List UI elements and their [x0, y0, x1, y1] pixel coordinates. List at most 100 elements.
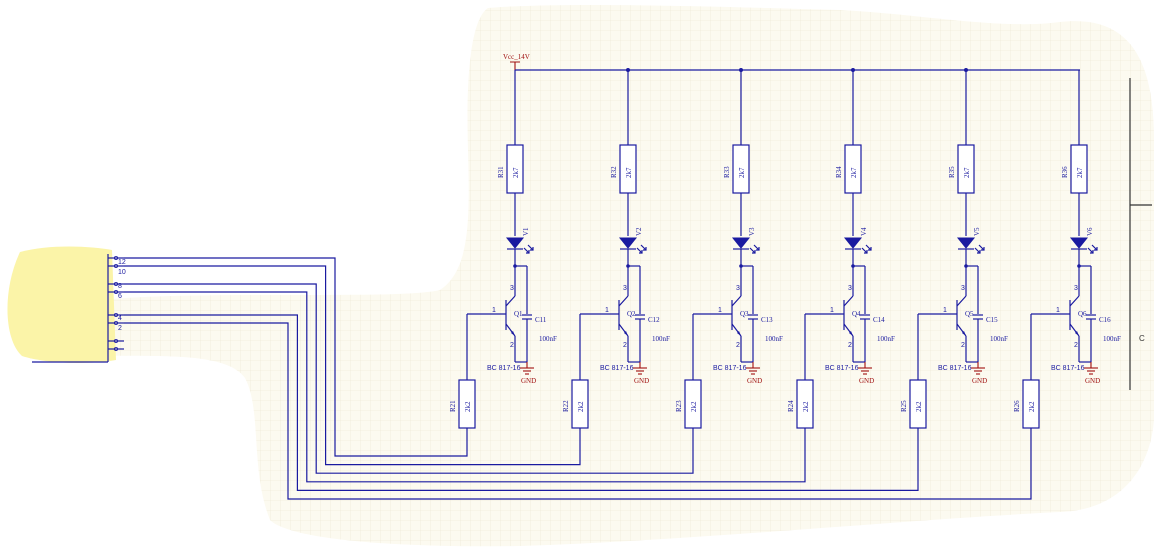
connector-pin-number: 4: [118, 315, 122, 322]
transistor-arrow-icon: [849, 331, 853, 336]
led-designator: V2: [635, 227, 643, 236]
ground-label: GND: [859, 377, 874, 385]
connector-pin-icon: [114, 338, 119, 343]
connector-pin-icon: [114, 281, 119, 286]
led-V6[interactable]: V6: [1069, 227, 1098, 254]
connector-highlight: [7, 246, 116, 363]
resistor-value: 2k7: [738, 167, 746, 178]
capacitor-value: 100nF: [765, 335, 783, 343]
pin-number: 3: [1074, 285, 1078, 292]
resistor-designator: R25: [900, 400, 908, 412]
pin-number: 1: [718, 307, 722, 314]
led-designator: V3: [748, 227, 756, 236]
led-icon: [956, 237, 976, 249]
transistor-arrow-icon: [1075, 331, 1079, 336]
sheet-grid: [100, 4, 1154, 547]
pin-number: 3: [623, 285, 627, 292]
ground-symbol: GND: [633, 362, 649, 385]
transistor-collector: [505, 295, 516, 307]
connector-pin-number: 12: [118, 259, 126, 266]
transistor-part: BC 817-16: [825, 365, 859, 372]
resistor-R35[interactable]: R35 2k7: [948, 144, 975, 194]
pin-number: 2: [1074, 342, 1078, 349]
resistor-designator: R35: [948, 166, 956, 178]
connector-pin-icon: [114, 289, 119, 294]
ground-label: GND: [972, 377, 987, 385]
led-designator: V1: [522, 227, 530, 236]
resistor-designator: R23: [675, 400, 683, 412]
led-emission-icon: [523, 244, 534, 254]
led-icon: [505, 237, 525, 249]
transistor-arrow-icon: [962, 331, 966, 336]
transistor-designator: Q6: [1078, 310, 1087, 318]
transistor-arrow-icon: [511, 331, 515, 336]
pin-number: 1: [492, 307, 496, 314]
capacitor-value: 100nF: [1103, 335, 1121, 343]
transistor-part: BC 817-16: [1051, 365, 1085, 372]
connector-pin-number: 10: [118, 269, 126, 276]
resistor-designator: R26: [1013, 400, 1021, 412]
capacitor-designator: C12: [648, 316, 660, 324]
capacitor-designator: C14: [873, 316, 885, 324]
ground-symbol: GND: [746, 362, 762, 385]
led-designator: V6: [1086, 227, 1094, 236]
capacitor-value: 100nF: [652, 335, 670, 343]
transistor-arrow-icon: [737, 331, 741, 336]
led-icon: [618, 237, 638, 249]
capacitor-value: 100nF: [877, 335, 895, 343]
pin-number: 2: [848, 342, 852, 349]
transistor-designator: Q2: [627, 310, 636, 318]
resistor-value: 2k7: [963, 167, 971, 178]
capacitor-value: 100nF: [539, 335, 557, 343]
led-V5[interactable]: V5: [956, 227, 985, 254]
resistor-value: 2k2: [915, 401, 923, 412]
resistor-value: 2k2: [464, 401, 472, 412]
signal-wire: [124, 322, 1032, 500]
resistor-designator: R31: [497, 166, 505, 178]
pin-number: 2: [736, 342, 740, 349]
transistor-collector: [956, 295, 967, 307]
resistor-value: 2k2: [690, 401, 698, 412]
resistor-R25[interactable]: R25 2k2: [900, 379, 927, 429]
pin-number: 1: [830, 307, 834, 314]
ground-symbol: GND: [971, 362, 987, 385]
led-emission-icon: [1087, 244, 1098, 254]
connector-pin-icon: [114, 346, 119, 351]
ground-label: GND: [521, 377, 536, 385]
led-emission-icon: [974, 244, 985, 254]
transistor-part: BC 817-16: [713, 365, 747, 372]
ground-label: GND: [634, 377, 649, 385]
signal-wire: [124, 265, 581, 466]
connector-pin-number: 2: [118, 325, 122, 332]
resistor-designator: R34: [835, 166, 843, 178]
resistor-designator: R33: [723, 166, 731, 178]
ground-label: GND: [747, 377, 762, 385]
pin-number: 3: [848, 285, 852, 292]
transistor-part: BC 817-16: [938, 365, 972, 372]
ground-symbol: GND: [858, 362, 874, 385]
resistor-value: 2k2: [577, 401, 585, 412]
transistor-Q6[interactable]: 3 2 1 Q6 BC 817-16: [1051, 284, 1087, 372]
transistor-part: BC 817-16: [487, 365, 521, 372]
capacitor-value: 100nF: [990, 335, 1008, 343]
led-icon: [843, 237, 863, 249]
pin-number: 3: [736, 285, 740, 292]
signal-wire: [124, 257, 468, 457]
pin-number: 1: [1056, 307, 1060, 314]
led-V2[interactable]: V2: [618, 227, 647, 254]
resistor-value: 2k2: [802, 401, 810, 412]
ground-symbol: GND: [520, 362, 536, 385]
